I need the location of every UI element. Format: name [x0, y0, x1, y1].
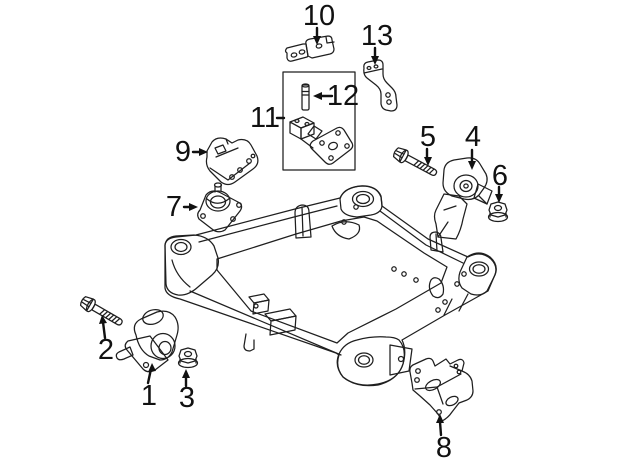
callout-12-label: 12: [327, 80, 359, 112]
mount-stud-arm: [115, 346, 134, 361]
callout-7-label: 7: [166, 191, 182, 223]
subframe-tongue: [331, 221, 361, 240]
callout-8-arrow: [438, 420, 443, 437]
subframe-ring: [164, 185, 497, 386]
callout-4: 4: [465, 121, 481, 170]
callout-8-label: 8: [436, 432, 452, 464]
subframe-hook: [243, 333, 255, 352]
subframe-arm-lines: [189, 205, 464, 356]
part-12-stud: [301, 83, 310, 111]
callout-8: 8: [436, 414, 452, 464]
bushing-top-left: [170, 238, 192, 256]
subframe-corner-bottom: [336, 336, 413, 387]
part-9-mount-bracket: [205, 137, 259, 186]
callout-2-label: 2: [98, 334, 114, 366]
subframe-kidney-cutout: [428, 277, 445, 299]
part-10-plate-bracket: [284, 35, 335, 62]
subframe-holes: [253, 204, 467, 313]
callout-5-label: 5: [420, 121, 436, 153]
callout-3: 3: [179, 369, 195, 414]
mount-face-ring: [150, 332, 176, 360]
bushing-right: [468, 261, 490, 277]
assembly-box: [282, 71, 356, 171]
subframe-right-legs: [443, 293, 469, 316]
part-4-engine-mount-bracket: [433, 157, 493, 240]
callout-3-label: 3: [179, 382, 195, 414]
callout-9: 9: [175, 136, 208, 168]
callout-10: 10: [303, 0, 335, 45]
subframe-fin: [294, 204, 312, 239]
callout-11: 11: [250, 102, 286, 134]
callout-6-label: 6: [492, 160, 508, 192]
mount-top-cylinder: [142, 308, 164, 326]
assembly-bracket: [289, 116, 354, 165]
callout-4-label: 4: [465, 121, 481, 153]
callout-11-label: 11: [250, 102, 280, 134]
callout-10-label: 10: [303, 0, 335, 32]
callout-12: 12: [313, 80, 359, 112]
bushing-top-right: [351, 190, 375, 208]
bushing-bottom: [354, 352, 374, 368]
part-11-mount-assembly: [282, 71, 356, 171]
callout-1-label: 1: [141, 380, 157, 412]
part-6-flange-nut: [487, 201, 509, 223]
part-5-bolt: [392, 147, 438, 177]
callout-2-arrow: [101, 320, 107, 340]
callout-13: 13: [361, 20, 393, 65]
callout-7: 7: [166, 191, 198, 223]
part-1-roll-mount: [115, 308, 179, 373]
subframe-crossmember: [164, 185, 497, 387]
subframe-corner-top-left: [164, 234, 219, 296]
callout-2: 2: [98, 315, 114, 366]
mount-dome: [205, 190, 231, 212]
mount-drum: [442, 157, 488, 201]
mount-wing: [473, 183, 493, 205]
part-2-bolt: [79, 296, 123, 326]
callout-6: 6: [492, 160, 508, 203]
subframe-corner-top-right: [339, 185, 383, 218]
mount-leg: [433, 193, 468, 240]
part-13-support-bracket: [363, 59, 398, 112]
part-3-flange-nut: [177, 347, 199, 369]
subframe-bar-bracket-a: [248, 293, 270, 315]
part-7-hydraulic-mount: [197, 182, 243, 233]
part-8-support-bracket: [409, 357, 474, 422]
callout-1: 1: [141, 363, 157, 412]
mount-body: [133, 310, 179, 361]
callout-13-label: 13: [361, 20, 393, 52]
callout-9-label: 9: [175, 136, 191, 168]
subframe-bar-bracket-b: [264, 308, 297, 336]
callout-5: 5: [420, 121, 436, 166]
